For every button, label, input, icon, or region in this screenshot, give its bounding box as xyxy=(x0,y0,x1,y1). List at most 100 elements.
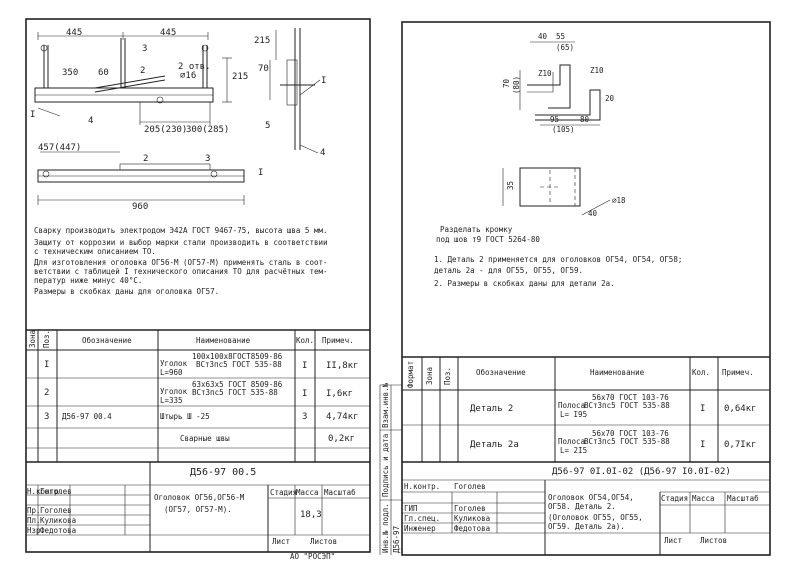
elevation-view xyxy=(37,151,245,205)
hole-dim-35: 35 xyxy=(506,180,515,190)
side-callout-4: 4 xyxy=(320,148,326,158)
title-block-name: (Оголовок ОГ55, ОГ55, xyxy=(548,513,643,522)
dim-445-right: 445 xyxy=(160,28,177,38)
person-name: Гоголев xyxy=(40,506,72,515)
mass-value: 18,3 xyxy=(300,510,322,520)
title-block-name: ОГ59. Деталь 2а). xyxy=(548,522,625,531)
col-zone: Зона xyxy=(425,366,434,385)
cell-designation: Д56-97 00.4 xyxy=(62,412,112,421)
dim-80-paren: (80) xyxy=(512,75,521,94)
cell-name: L= I95 xyxy=(560,410,588,419)
dim-215-plan: 215 xyxy=(232,72,249,82)
title-block-name: Оголовок ОГ54,ОГ54, xyxy=(548,493,634,502)
cell-qty: I xyxy=(302,389,308,399)
elev-dim-960: 960 xyxy=(132,202,149,212)
mass-label: Масса xyxy=(296,488,319,497)
hole-diameter: ⌀18 xyxy=(612,196,626,205)
col-designation: Обозначение xyxy=(82,336,132,345)
cell-name: ВСт3пс5 ГОСТ 535-88 xyxy=(584,401,670,410)
cell-name: 56х70 ГОСТ 103-76 xyxy=(592,429,669,438)
cell-note: 0,2кг xyxy=(328,434,356,444)
dim-445-left: 445 xyxy=(66,28,83,38)
person-name: Гоголев xyxy=(454,482,486,491)
role-label: ГИП xyxy=(404,504,418,513)
dim-350: 350 xyxy=(62,68,79,78)
side-dim-215: 215 xyxy=(254,36,271,46)
stage-label: Стадия xyxy=(270,488,298,497)
role-label: Гл.спец. xyxy=(404,514,441,523)
cell-name: Сварные швы xyxy=(180,434,230,443)
role-label: Н.контр. xyxy=(27,487,64,496)
callout-3: 3 xyxy=(142,44,148,54)
cell-name: 63х63х5 ГОСТ 8509-86 xyxy=(192,380,283,389)
cell-note: 0,64кг xyxy=(724,404,757,414)
cell-pos: 2 xyxy=(44,388,50,398)
cell-name: 100х100х8ГОСТ8509-86 xyxy=(192,352,283,361)
cell-name: L=335 xyxy=(160,396,183,405)
bend-z10-left: Z10 xyxy=(538,69,552,78)
role-label: Пл. xyxy=(27,516,41,525)
edge-note: под шов т9 ГОСТ 5264-80 xyxy=(436,235,540,244)
person-name: Федотова xyxy=(40,526,77,535)
note-line: деталь 2а - для ОГ55, ОГ55, ОГ59. xyxy=(434,266,584,275)
detail-hole-view xyxy=(502,167,611,216)
cell-name: Полоса xyxy=(558,437,586,446)
dim-95: 95 xyxy=(550,115,560,124)
right-frame xyxy=(401,21,771,556)
dim-300: 300(285) xyxy=(186,125,230,135)
col-pos: Поз. xyxy=(42,329,51,348)
role-label: Инженер xyxy=(404,524,436,533)
side-callout-5: 5 xyxy=(265,121,271,131)
col-pos: Поз. xyxy=(443,366,452,385)
cell-name: Уголок xyxy=(160,359,188,368)
callout-2: 2 xyxy=(140,66,146,76)
cell-name: ВСт3пс5 ГОСТ 535-88 xyxy=(584,437,670,446)
col-qty: Кол. xyxy=(296,336,315,345)
title-block-name: ОГ58. Деталь 2. xyxy=(548,502,616,511)
note-line: Сварку производить электродом Э42А ГОСТ … xyxy=(34,226,328,235)
organization: АО "РОСЭП" xyxy=(290,552,336,561)
col-name: Наименование xyxy=(196,336,251,345)
cell-name: ВСт3пс5 ГОСТ 535-88 xyxy=(196,360,282,369)
cell-name: Уголок xyxy=(160,387,188,396)
cell-pos: I xyxy=(44,360,50,370)
cell-qty: I xyxy=(302,361,308,371)
sheet-label: Лист xyxy=(664,536,683,545)
sheets-label: Листов xyxy=(700,536,728,545)
left-spec-table-lines xyxy=(26,329,370,552)
side-callout-I: I xyxy=(321,76,327,86)
role-label: Н.контр. xyxy=(404,482,441,491)
col-qty: Кол. xyxy=(692,368,711,377)
dim-65: (65) xyxy=(556,43,575,52)
left-frame xyxy=(25,18,371,553)
scale-label: Масштаб xyxy=(324,488,356,497)
col-zone: Зона xyxy=(28,329,37,348)
edge-note: Разделать кромку xyxy=(440,225,513,234)
elev-callout-I: I xyxy=(258,168,264,178)
replacement-inventory-label: Взам.инв.№ xyxy=(381,382,390,428)
stage-label: Стадия xyxy=(661,494,689,503)
holes-label: 2 отв. xyxy=(178,62,211,72)
bend-z10-right: Z10 xyxy=(590,66,604,75)
cell-note: 4,74кг xyxy=(326,412,359,422)
side-view xyxy=(269,28,321,154)
cell-name: 56х70 ГОСТ 103-76 xyxy=(592,393,669,402)
cell-name: L=960 xyxy=(160,368,183,377)
hole-dim-40: 40 xyxy=(588,209,598,218)
cell-designation: Деталь 2 xyxy=(470,404,514,414)
col-name: Наименование xyxy=(590,368,645,377)
title-block-code: Д56-97 0I.0I-02 (Д56-97 I0.0I-02) xyxy=(552,467,731,477)
person-name: Гоголев xyxy=(454,504,486,513)
title-block-name: (ОГ57, ОГ57-М). xyxy=(164,505,232,514)
plan-view xyxy=(34,32,232,125)
sheets-label: Листов xyxy=(310,537,338,546)
col-note: Примеч. xyxy=(322,336,354,345)
dim-20: 20 xyxy=(605,94,615,103)
note-line: с техническим описанием ТО. xyxy=(34,247,156,256)
cell-name: L= 2I5 xyxy=(560,446,588,455)
inventory-label: Инв.№ подл. xyxy=(381,503,390,553)
cell-note: 0,7Iкг xyxy=(724,440,757,450)
person-name: Гоголев xyxy=(40,487,72,496)
cell-qty: I xyxy=(700,404,706,414)
